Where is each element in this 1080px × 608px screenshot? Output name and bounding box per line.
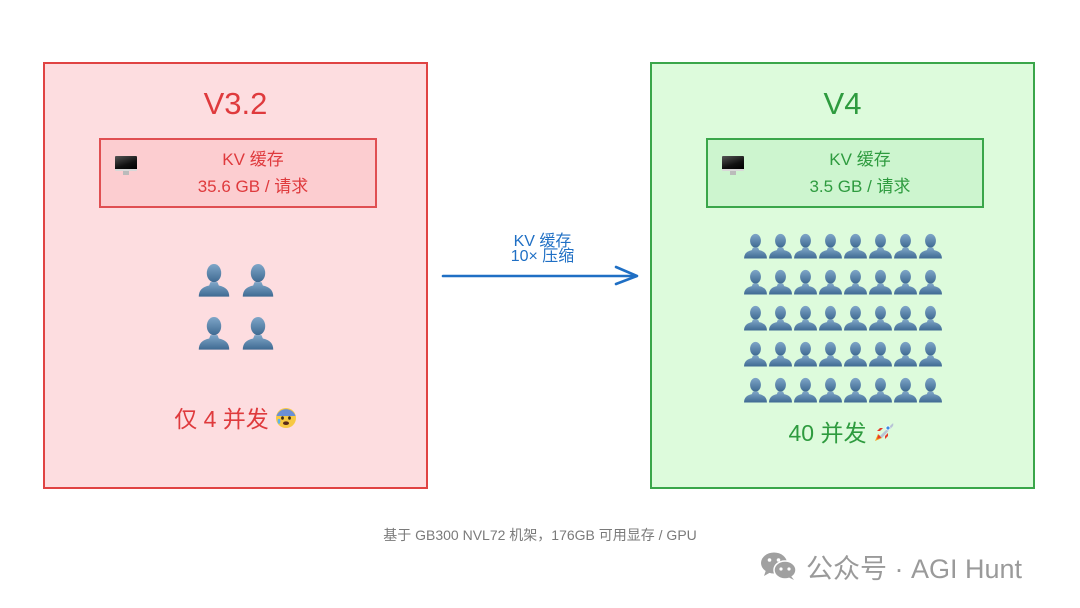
user-icon	[868, 376, 893, 412]
watermark: 公众号 · AGI Hunt	[760, 548, 1022, 584]
user-icon	[768, 268, 793, 304]
user-icon	[843, 340, 868, 376]
user-icon	[893, 376, 918, 412]
user-icon	[918, 304, 943, 340]
user-icon	[818, 340, 843, 376]
user-icon	[768, 232, 793, 268]
user-icon	[768, 304, 793, 340]
user-icon	[743, 340, 768, 376]
user-icon	[743, 304, 768, 340]
user-icon	[818, 376, 843, 412]
user-icon	[868, 232, 893, 268]
user-icon	[893, 268, 918, 304]
arrow-label-line2: 10× 压缩	[510, 248, 575, 265]
watermark-text: 公众号 · AGI Hunt	[806, 553, 1023, 584]
user-icon	[793, 304, 818, 340]
user-icon	[818, 268, 843, 304]
v32-title: V3.2	[203, 86, 268, 121]
v4-kv-value: 3.5 GB / 请求	[809, 177, 911, 196]
user-icon	[868, 268, 893, 304]
v32-panel: V3.2 KV 缓存 35.6 GB / 请求 仅 4 并发	[43, 62, 428, 489]
user-icon	[843, 304, 868, 340]
v32-users-grid	[45, 262, 426, 368]
user-icon	[793, 268, 818, 304]
user-icon	[843, 376, 868, 412]
v4-kv-label: KV 缓存	[829, 150, 891, 169]
user-icon	[793, 376, 818, 412]
user-icon	[843, 232, 868, 268]
user-icon	[918, 376, 943, 412]
compression-arrow: KV 缓存 10× 压缩	[440, 230, 645, 290]
v4-concurrency-text: 40 并发	[788, 420, 867, 446]
user-icon	[793, 340, 818, 376]
user-icon	[743, 376, 768, 412]
user-icon	[918, 340, 943, 376]
v32-kv-cache-box: KV 缓存 35.6 GB / 请求	[99, 138, 377, 208]
wechat-icon	[761, 552, 797, 580]
anxious-face-icon	[275, 407, 297, 435]
user-icon	[918, 232, 943, 268]
user-icon	[818, 232, 843, 268]
user-icon	[893, 340, 918, 376]
v4-kv-cache-box: KV 缓存 3.5 GB / 请求	[706, 138, 984, 208]
user-icon	[793, 232, 818, 268]
v32-kv-value: 35.6 GB / 请求	[197, 177, 309, 196]
monitor-icon	[115, 156, 137, 175]
user-icon	[893, 232, 918, 268]
v4-users-grid	[652, 232, 1033, 412]
user-icon	[843, 268, 868, 304]
user-icon	[893, 304, 918, 340]
arrow-right-icon	[441, 265, 639, 286]
v4-panel: V4 KV 缓存 3.5 GB / 请求	[650, 62, 1035, 489]
monitor-icon	[722, 156, 744, 175]
user-icon	[192, 315, 236, 368]
user-icon	[768, 376, 793, 412]
v32-kv-label: KV 缓存	[222, 150, 284, 169]
v32-concurrency: 仅 4 并发	[45, 400, 426, 435]
user-icon	[818, 304, 843, 340]
user-icon	[768, 340, 793, 376]
user-icon	[236, 315, 280, 368]
rocket-icon	[872, 420, 896, 450]
user-icon	[868, 340, 893, 376]
v4-title: V4	[823, 86, 862, 121]
user-icon	[192, 262, 236, 315]
user-icon	[868, 304, 893, 340]
arrow-label: KV 缓存 10× 压缩	[440, 233, 645, 265]
v4-concurrency: 40 并发	[652, 414, 1033, 450]
user-icon	[236, 262, 280, 315]
user-icon	[743, 268, 768, 304]
user-icon	[743, 232, 768, 268]
arrow-label-line1: KV 缓存	[513, 233, 572, 250]
v32-concurrency-text: 仅 4 并发	[174, 406, 269, 432]
user-icon	[918, 268, 943, 304]
footnote: 基于 GB300 NVL72 机架，176GB 可用显存 / GPU	[383, 527, 697, 543]
